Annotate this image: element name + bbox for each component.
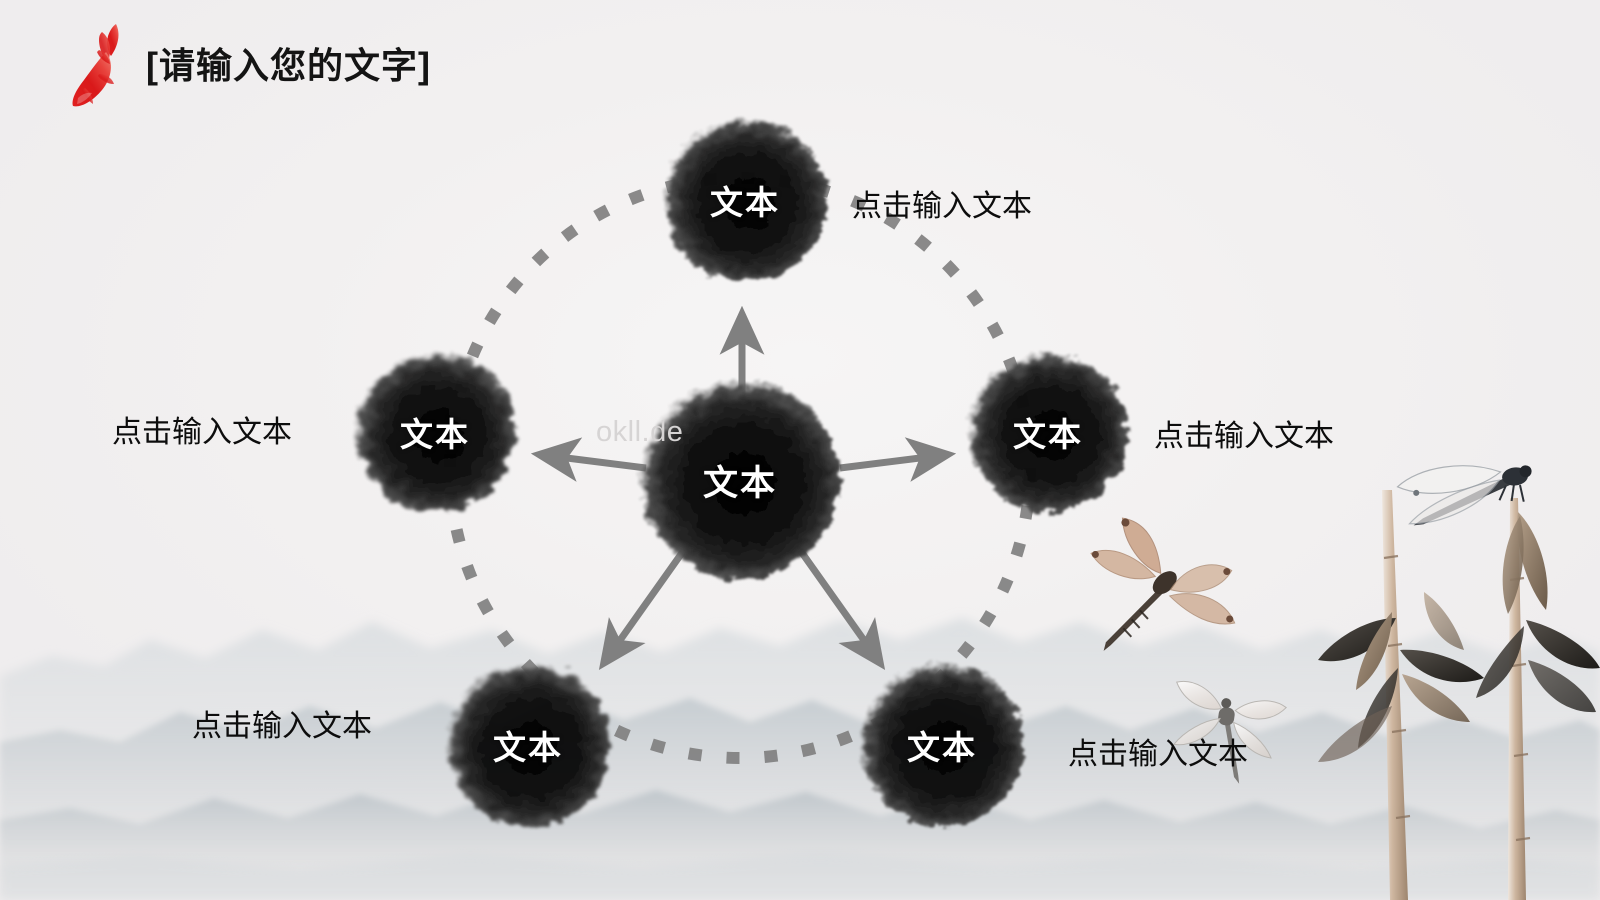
node-left[interactable]: 文本: [345, 337, 525, 527]
caption-top[interactable]: 点击输入文本: [852, 190, 1032, 223]
ink-blob-top: [663, 118, 827, 282]
caption-bottom-left[interactable]: 点击输入文本: [192, 710, 372, 743]
node-center[interactable]: 文本: [630, 366, 850, 594]
ink-blob-left: [355, 352, 515, 512]
node-bottom-left-label: 文本: [493, 729, 563, 766]
caption-bottom-right[interactable]: 点击输入文本: [1068, 738, 1248, 771]
node-top-label: 文本: [710, 184, 780, 221]
node-left-label: 文本: [400, 416, 470, 453]
node-right-label: 文本: [1013, 416, 1083, 453]
site-watermark: okll.de: [596, 416, 684, 448]
slide-header: [请输入您的文字]: [0, 0, 1600, 130]
node-bottom-left[interactable]: 文本: [438, 650, 618, 840]
koi-fish-icon: [72, 24, 119, 107]
caption-left[interactable]: 点击输入文本: [112, 416, 292, 449]
node-top[interactable]: 文本: [655, 105, 835, 295]
arrow-to-right: [839, 437, 957, 482]
node-right[interactable]: 文本: [958, 337, 1138, 527]
arrow-to-left: [530, 437, 647, 482]
ink-blob-right: [968, 352, 1128, 512]
ink-blob-center: [640, 380, 840, 580]
caption-right[interactable]: 点击输入文本: [1154, 420, 1334, 453]
node-bottom-right[interactable]: 文本: [852, 650, 1032, 840]
node-center-label: 文本: [702, 463, 777, 503]
page-title: [请输入您的文字]: [146, 45, 431, 86]
node-bottom-right-label: 文本: [907, 729, 977, 766]
